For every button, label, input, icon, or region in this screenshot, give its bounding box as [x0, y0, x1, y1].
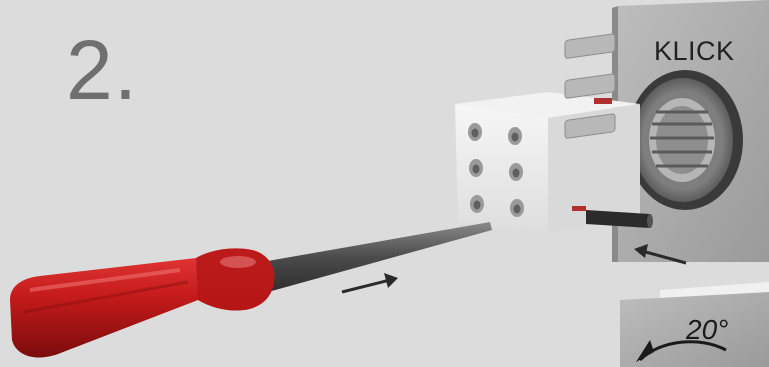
insert-arrow-icon: [341, 273, 398, 294]
step-number: 2.: [66, 23, 139, 117]
push-arrow-icon: [634, 244, 687, 265]
klick-label: KLICK: [654, 36, 735, 66]
wire-icon: [586, 210, 653, 228]
push-button-icon: [627, 70, 743, 210]
rotation-angle-label: 20°: [686, 314, 729, 345]
screwdriver-icon: [10, 222, 492, 358]
terminal-block-icon: [455, 33, 640, 232]
rotation-inset: [620, 282, 769, 367]
